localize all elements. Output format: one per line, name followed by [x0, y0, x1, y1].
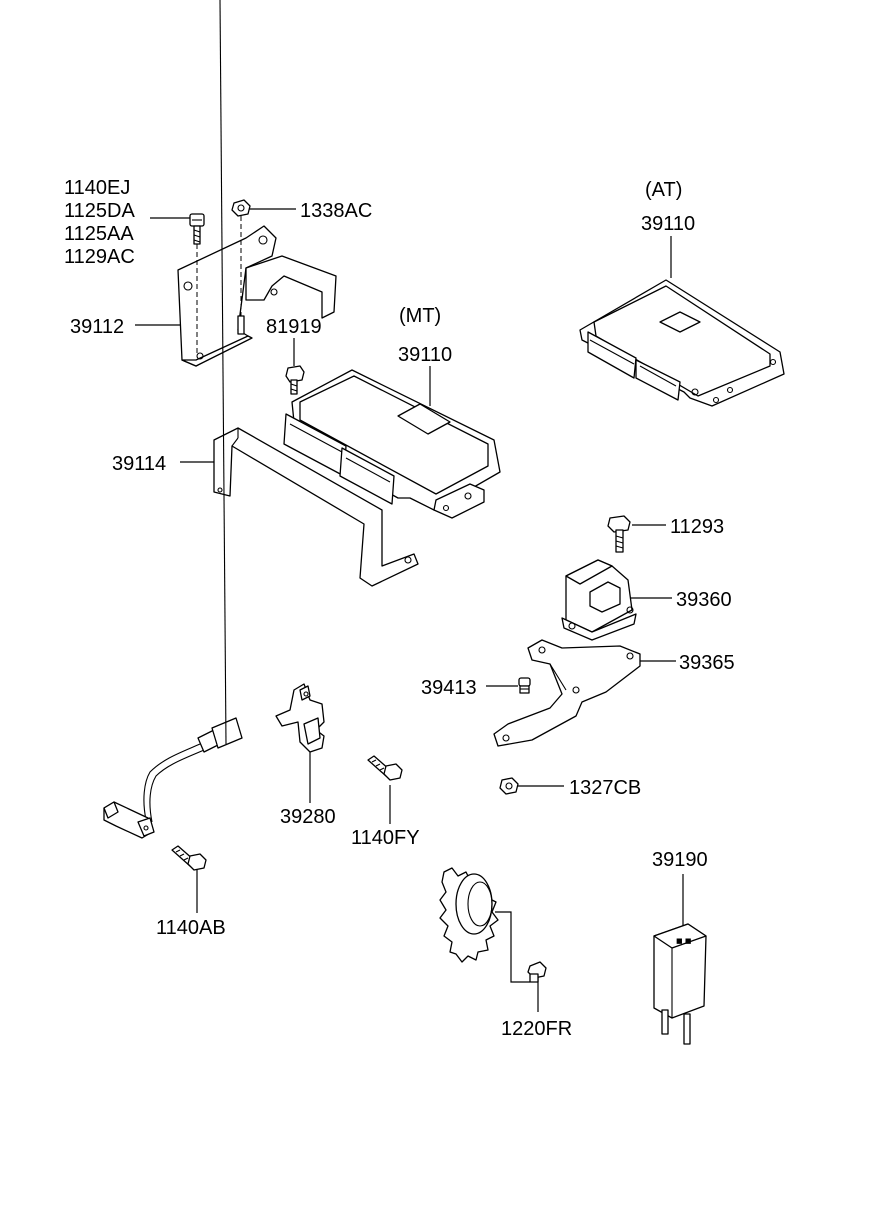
plug-39413 — [518, 677, 531, 694]
bolt-1125DA — [189, 213, 205, 356]
label-1140EJ: 1140EJ — [64, 177, 130, 199]
label-1140AB: 1140AB — [156, 917, 226, 939]
label-39112: 39112 — [70, 316, 124, 338]
bracket-39365 — [493, 639, 641, 747]
bracket-39112 — [177, 225, 337, 367]
label-39365: 39365 — [679, 652, 735, 674]
label-11293: 11293 — [670, 516, 724, 538]
bolt-1140FY — [367, 755, 403, 781]
nut-1327CB — [499, 777, 519, 795]
bolt-1140AB — [171, 845, 207, 871]
bolt-1220FR — [527, 961, 547, 983]
bolt-81919 — [285, 365, 305, 395]
label-1125DA: 1125DA — [64, 200, 135, 222]
label-1338AC: 1338AC — [300, 200, 372, 222]
crank-sensor — [103, 0, 243, 839]
svg-text:■ ■: ■ ■ — [676, 937, 691, 945]
leader-lines — [135, 208, 684, 1012]
label-1327CB: 1327CB — [569, 777, 641, 799]
bracket-39114 — [213, 427, 419, 587]
ecu-39110-mt — [283, 369, 501, 519]
label-39110-mt: 39110 — [398, 344, 452, 366]
sensor-39360 — [561, 559, 637, 641]
label-1140FY: 1140FY — [351, 827, 420, 849]
label-81919: 81919 — [266, 316, 322, 338]
bolt-11293 — [607, 515, 631, 553]
label-39413: 39413 — [421, 677, 477, 699]
label-mt-note: (MT) — [399, 305, 441, 327]
clip-39280 — [275, 683, 325, 753]
ecu-39110-at — [579, 279, 785, 407]
label-1129AC: 1129AC — [64, 246, 135, 268]
target-wheel — [439, 867, 499, 963]
label-1125AA: 1125AA — [64, 223, 134, 245]
label-39360: 39360 — [676, 589, 732, 611]
label-39280: 39280 — [280, 806, 336, 828]
label-at-note: (AT) — [645, 179, 682, 201]
label-39110-at: 39110 — [641, 213, 695, 235]
relay-39190: ■ ■ — [653, 923, 707, 1045]
nut-1338AC — [231, 199, 251, 335]
label-1220FR: 1220FR — [501, 1018, 572, 1040]
label-39114: 39114 — [112, 453, 166, 475]
label-39190: 39190 — [652, 849, 708, 871]
